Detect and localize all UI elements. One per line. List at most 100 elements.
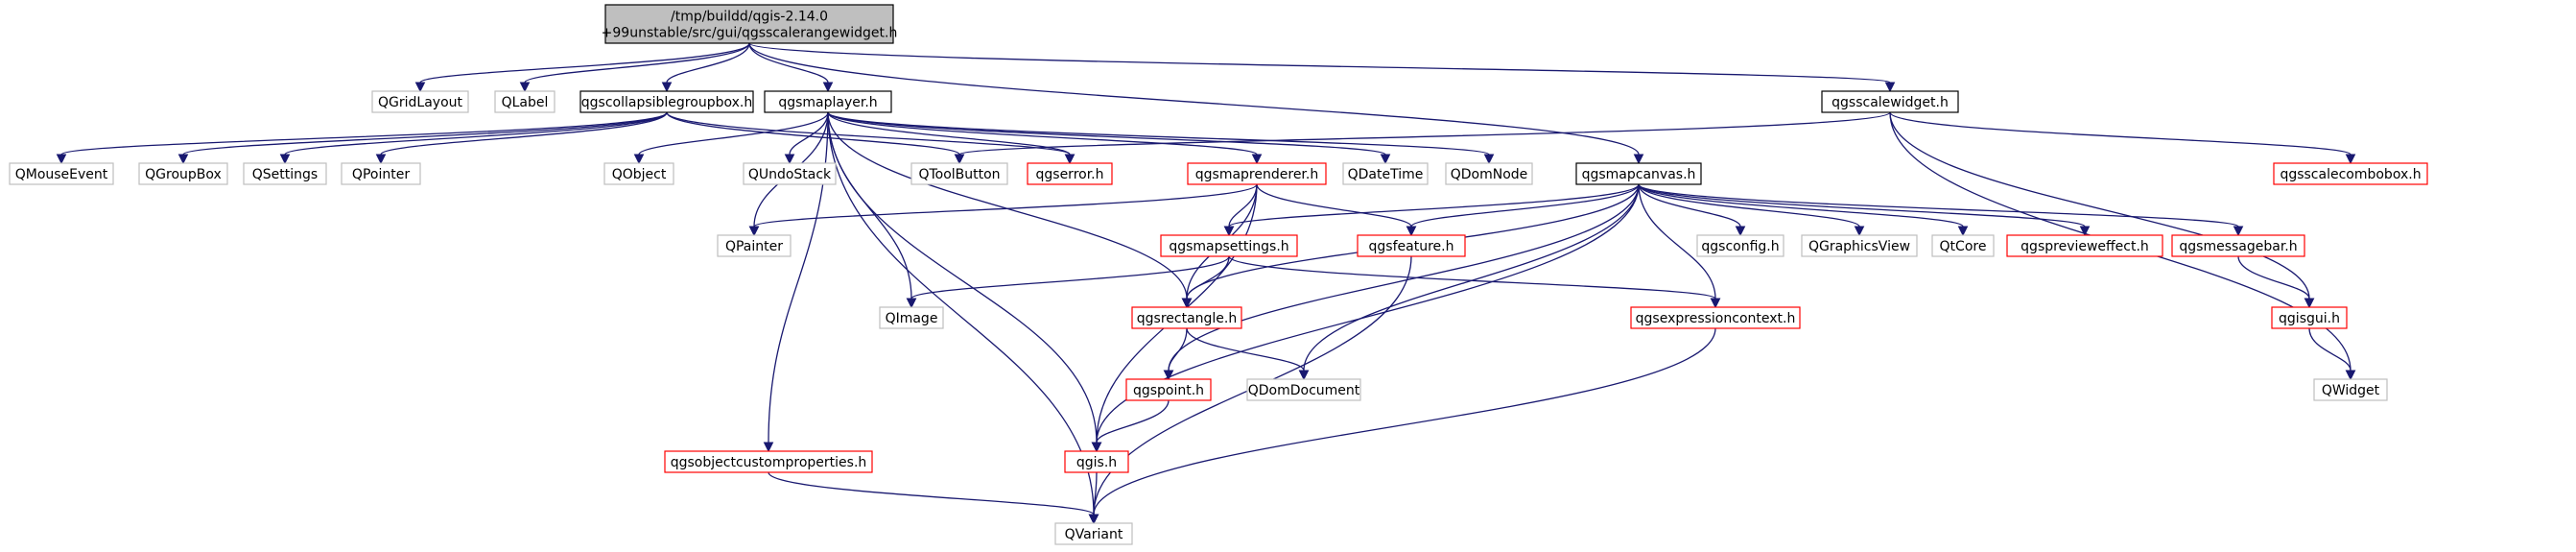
node-box — [1696, 234, 1784, 257]
edge-arrowhead — [822, 82, 834, 93]
edge-line — [827, 111, 1071, 156]
edge-line — [524, 42, 750, 84]
node-box — [1187, 162, 1327, 185]
edge-qgsmaprenderer-to-qgsfeature — [1256, 183, 1417, 237]
node-qwidget: QWidget — [2313, 378, 2388, 401]
node-label: QtCore — [1940, 239, 1987, 254]
edge-line — [827, 111, 1386, 156]
edge-line — [748, 42, 1891, 84]
node-box — [1821, 90, 1959, 113]
node-box — [138, 162, 228, 185]
node-label: QPointer — [352, 167, 410, 182]
node-qgsrectangle[interactable]: qgsrectangle.h — [1131, 306, 1242, 329]
node-qgspoint[interactable]: qgspoint.h — [1125, 378, 1212, 401]
node-qgsmessagebar[interactable]: qgsmessagebar.h — [2171, 234, 2305, 257]
node-qgserror[interactable]: qgserror.h — [1027, 162, 1113, 185]
node-box — [764, 90, 892, 113]
node-label: QGridLayout — [378, 95, 463, 110]
node-qgisgui[interactable]: qgisgui.h — [2271, 306, 2348, 329]
node-qgis[interactable]: qgis.h — [1064, 450, 1129, 473]
edge-qgsscalewidget-to-qgsscalecombobox — [1889, 111, 2356, 165]
node-box — [2171, 234, 2305, 257]
node-qgsmapcanvas[interactable]: qgsmapcanvas.h — [1575, 162, 1702, 185]
edge-qgsmapcanvas-to-qgsmapsettings — [1223, 183, 1640, 237]
node-label: QObject — [612, 167, 667, 182]
node-qgsscalecombobox[interactable]: qgsscalecombobox.h — [2273, 162, 2428, 185]
node-label: QImage — [886, 311, 938, 326]
node-qimage: QImage — [879, 306, 944, 329]
node-label: qgsscalewidget.h — [1832, 95, 1949, 110]
node-qpainter: QPainter — [717, 234, 792, 257]
edge-line — [1638, 183, 2239, 228]
edge-qgsmapcanvas-to-qgspreviewеffect — [1638, 183, 2091, 237]
node-box — [1801, 234, 1918, 257]
node-label: QToolButton — [918, 167, 1000, 182]
node-box — [1027, 162, 1113, 185]
node-root[interactable]: /tmp/buildd/qgis-2.14.0+99unstable/src/g… — [602, 4, 898, 44]
edge-arrowhead — [375, 154, 387, 165]
edge-line — [380, 111, 668, 156]
node-label: qgserror.h — [1036, 167, 1104, 182]
edge-line — [666, 42, 750, 84]
edge-qgsmapcanvas-to-qgsmessagebar — [1638, 183, 2244, 237]
node-label: QGroupBox — [145, 167, 222, 182]
edge-qgsmessagebar-to-qgisgui — [2237, 255, 2315, 309]
node-qgsmaplayer[interactable]: qgsmaplayer.h — [764, 90, 892, 113]
edge-root-to-qgsmaplayer — [748, 42, 834, 93]
node-label: qgsmapsettings.h — [1169, 239, 1288, 254]
node-qgroupbox: QGroupBox — [138, 162, 228, 185]
edge-line — [1168, 183, 1640, 372]
node-qgridlayout: QGridLayout — [371, 90, 469, 113]
edge-arrowhead — [2304, 298, 2315, 309]
node-label: QLabel — [502, 95, 549, 110]
edge-line — [1638, 183, 1964, 228]
node-box — [371, 90, 469, 113]
node-label: QPainter — [725, 239, 783, 254]
edge-arrowhead — [1483, 154, 1495, 165]
node-label: qgsmaprenderer.h — [1195, 167, 1318, 182]
edge-line — [1093, 471, 1098, 516]
edge-qgis-to-qvariant — [1088, 471, 1099, 525]
node-label: QSettings — [252, 167, 318, 182]
node-qgsmaprenderer[interactable]: qgsmaprenderer.h — [1187, 162, 1327, 185]
node-box — [579, 90, 754, 113]
node-qgsconfig: qgsconfig.h — [1696, 234, 1784, 257]
edge-line — [666, 111, 1071, 156]
node-qgsexpressioncontext[interactable]: qgsexpressioncontext.h — [1630, 306, 1801, 329]
node-qgspreviewеffect[interactable]: qgspreviewеffect.h — [2006, 234, 2163, 257]
node-qgsmapsettings[interactable]: qgsmapsettings.h — [1160, 234, 1298, 257]
edge-line — [827, 111, 1095, 516]
node-qgsscalewidget[interactable]: qgsscalewidget.h — [1821, 90, 1959, 113]
edge-line — [1889, 111, 2351, 156]
node-label: QDomDocument — [1248, 383, 1360, 398]
node-label: qgisgui.h — [2279, 311, 2340, 326]
node-box — [243, 162, 327, 185]
edge-arrowhead — [633, 154, 645, 165]
edge-line — [182, 111, 668, 156]
edge-qgscollapsiblegroupbox-to-qpointer — [375, 111, 668, 165]
edge-qgsmapsettings-to-qimage — [906, 255, 1230, 309]
node-label: QWidget — [2322, 383, 2380, 398]
node-qdatetime: QDateTime — [1342, 162, 1429, 185]
node-box — [2273, 162, 2428, 185]
edge-arrowhead — [1064, 154, 1075, 165]
edge-qgsscalewidget-to-qtoolbutton — [954, 111, 1891, 165]
edge-line — [748, 42, 1640, 156]
edge-arrowhead — [1251, 154, 1263, 165]
node-label: qgsrectangle.h — [1137, 311, 1237, 326]
node-box — [664, 450, 873, 473]
edge-arrowhead — [784, 154, 795, 165]
node-qgscollapsiblegroupbox[interactable]: qgscollapsiblegroupbox.h — [579, 90, 754, 113]
edge-line — [638, 111, 829, 156]
node-qmouseevent: QMouseEvent — [9, 162, 114, 185]
node-qgsfeature[interactable]: qgsfeature.h — [1357, 234, 1466, 257]
edge-line — [827, 111, 1258, 156]
node-qgsobjectcustomproperties[interactable]: qgsobjectcustomproperties.h — [664, 450, 873, 473]
edge-qgsmaplayer-to-qdomnode — [827, 111, 1495, 165]
node-qundostack: QUndoStack — [743, 162, 837, 185]
edge-line — [1256, 183, 1412, 228]
edge-arrowhead — [1088, 514, 1099, 525]
edge-arrowhead — [906, 298, 917, 309]
edge-line — [1638, 183, 1741, 228]
edge-arrowhead — [2345, 370, 2356, 381]
